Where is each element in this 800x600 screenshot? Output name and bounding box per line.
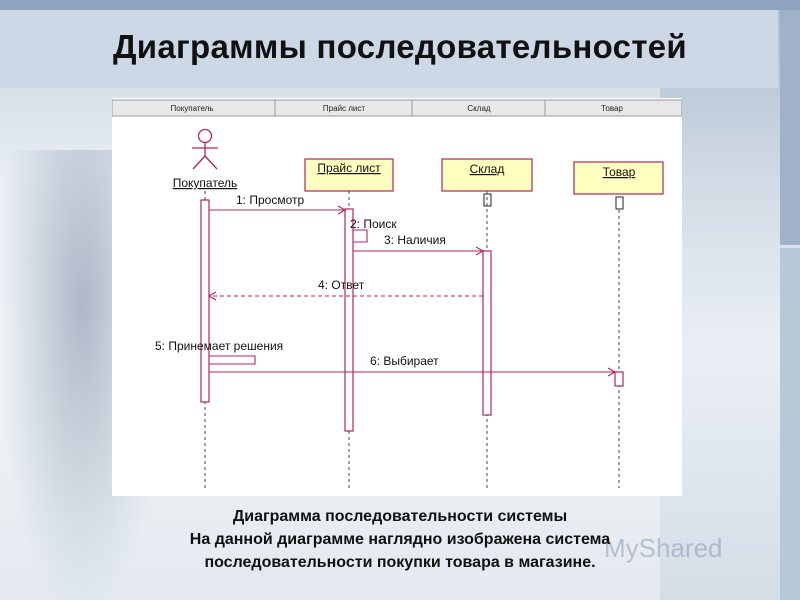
- message-label: 3: Наличия: [384, 233, 446, 247]
- message-arrows: [207, 205, 617, 377]
- header-cell: Склад: [467, 104, 490, 113]
- activation-bars: [200, 199, 624, 432]
- message-label: 1: Просмотр: [236, 193, 304, 207]
- object-label: Склад: [470, 162, 505, 176]
- message-label: 4: Ответ: [318, 278, 365, 292]
- actor-icon: [192, 128, 218, 170]
- watermark-logo: MyShared: [604, 533, 723, 563]
- header-row: Покупатель Прайс лист Склад Товар: [112, 99, 682, 117]
- header-cell: Прайс лист: [323, 104, 365, 113]
- top-strip: [0, 0, 800, 10]
- message-label: 2: Поиск: [350, 217, 397, 231]
- glyph-box: [615, 196, 624, 210]
- right-accent-bar-lower: [780, 248, 800, 600]
- message-label: 5: Принемает решения: [155, 339, 283, 353]
- message-label: 6: Выбирает: [370, 354, 439, 368]
- caption-line-2: На данной диаграмме наглядно изображена …: [189, 531, 611, 548]
- object-product: Товар: [573, 161, 664, 195]
- object-label: Товар: [603, 165, 636, 179]
- object-price-list: Прайс лист: [304, 158, 394, 192]
- caption-line-3: последовательности покупки товара в мага…: [204, 554, 596, 571]
- slide-title: Диаграммы последовательностей: [112, 28, 688, 65]
- object-warehouse: Склад: [441, 158, 533, 192]
- header-cell: Покупатель: [171, 104, 214, 113]
- header-cell: Товар: [601, 104, 623, 113]
- right-accent-bar: [780, 10, 800, 245]
- background-right-image: [660, 0, 800, 600]
- sequence-diagram: Покупатель Прайс лист Склад Товар Покупа…: [112, 98, 682, 496]
- title-band: [0, 10, 778, 88]
- object-label: Прайс лист: [317, 161, 381, 175]
- caption-line-1: Диаграмма последовательности системы: [232, 508, 568, 525]
- actor-label: Покупатель: [173, 176, 237, 190]
